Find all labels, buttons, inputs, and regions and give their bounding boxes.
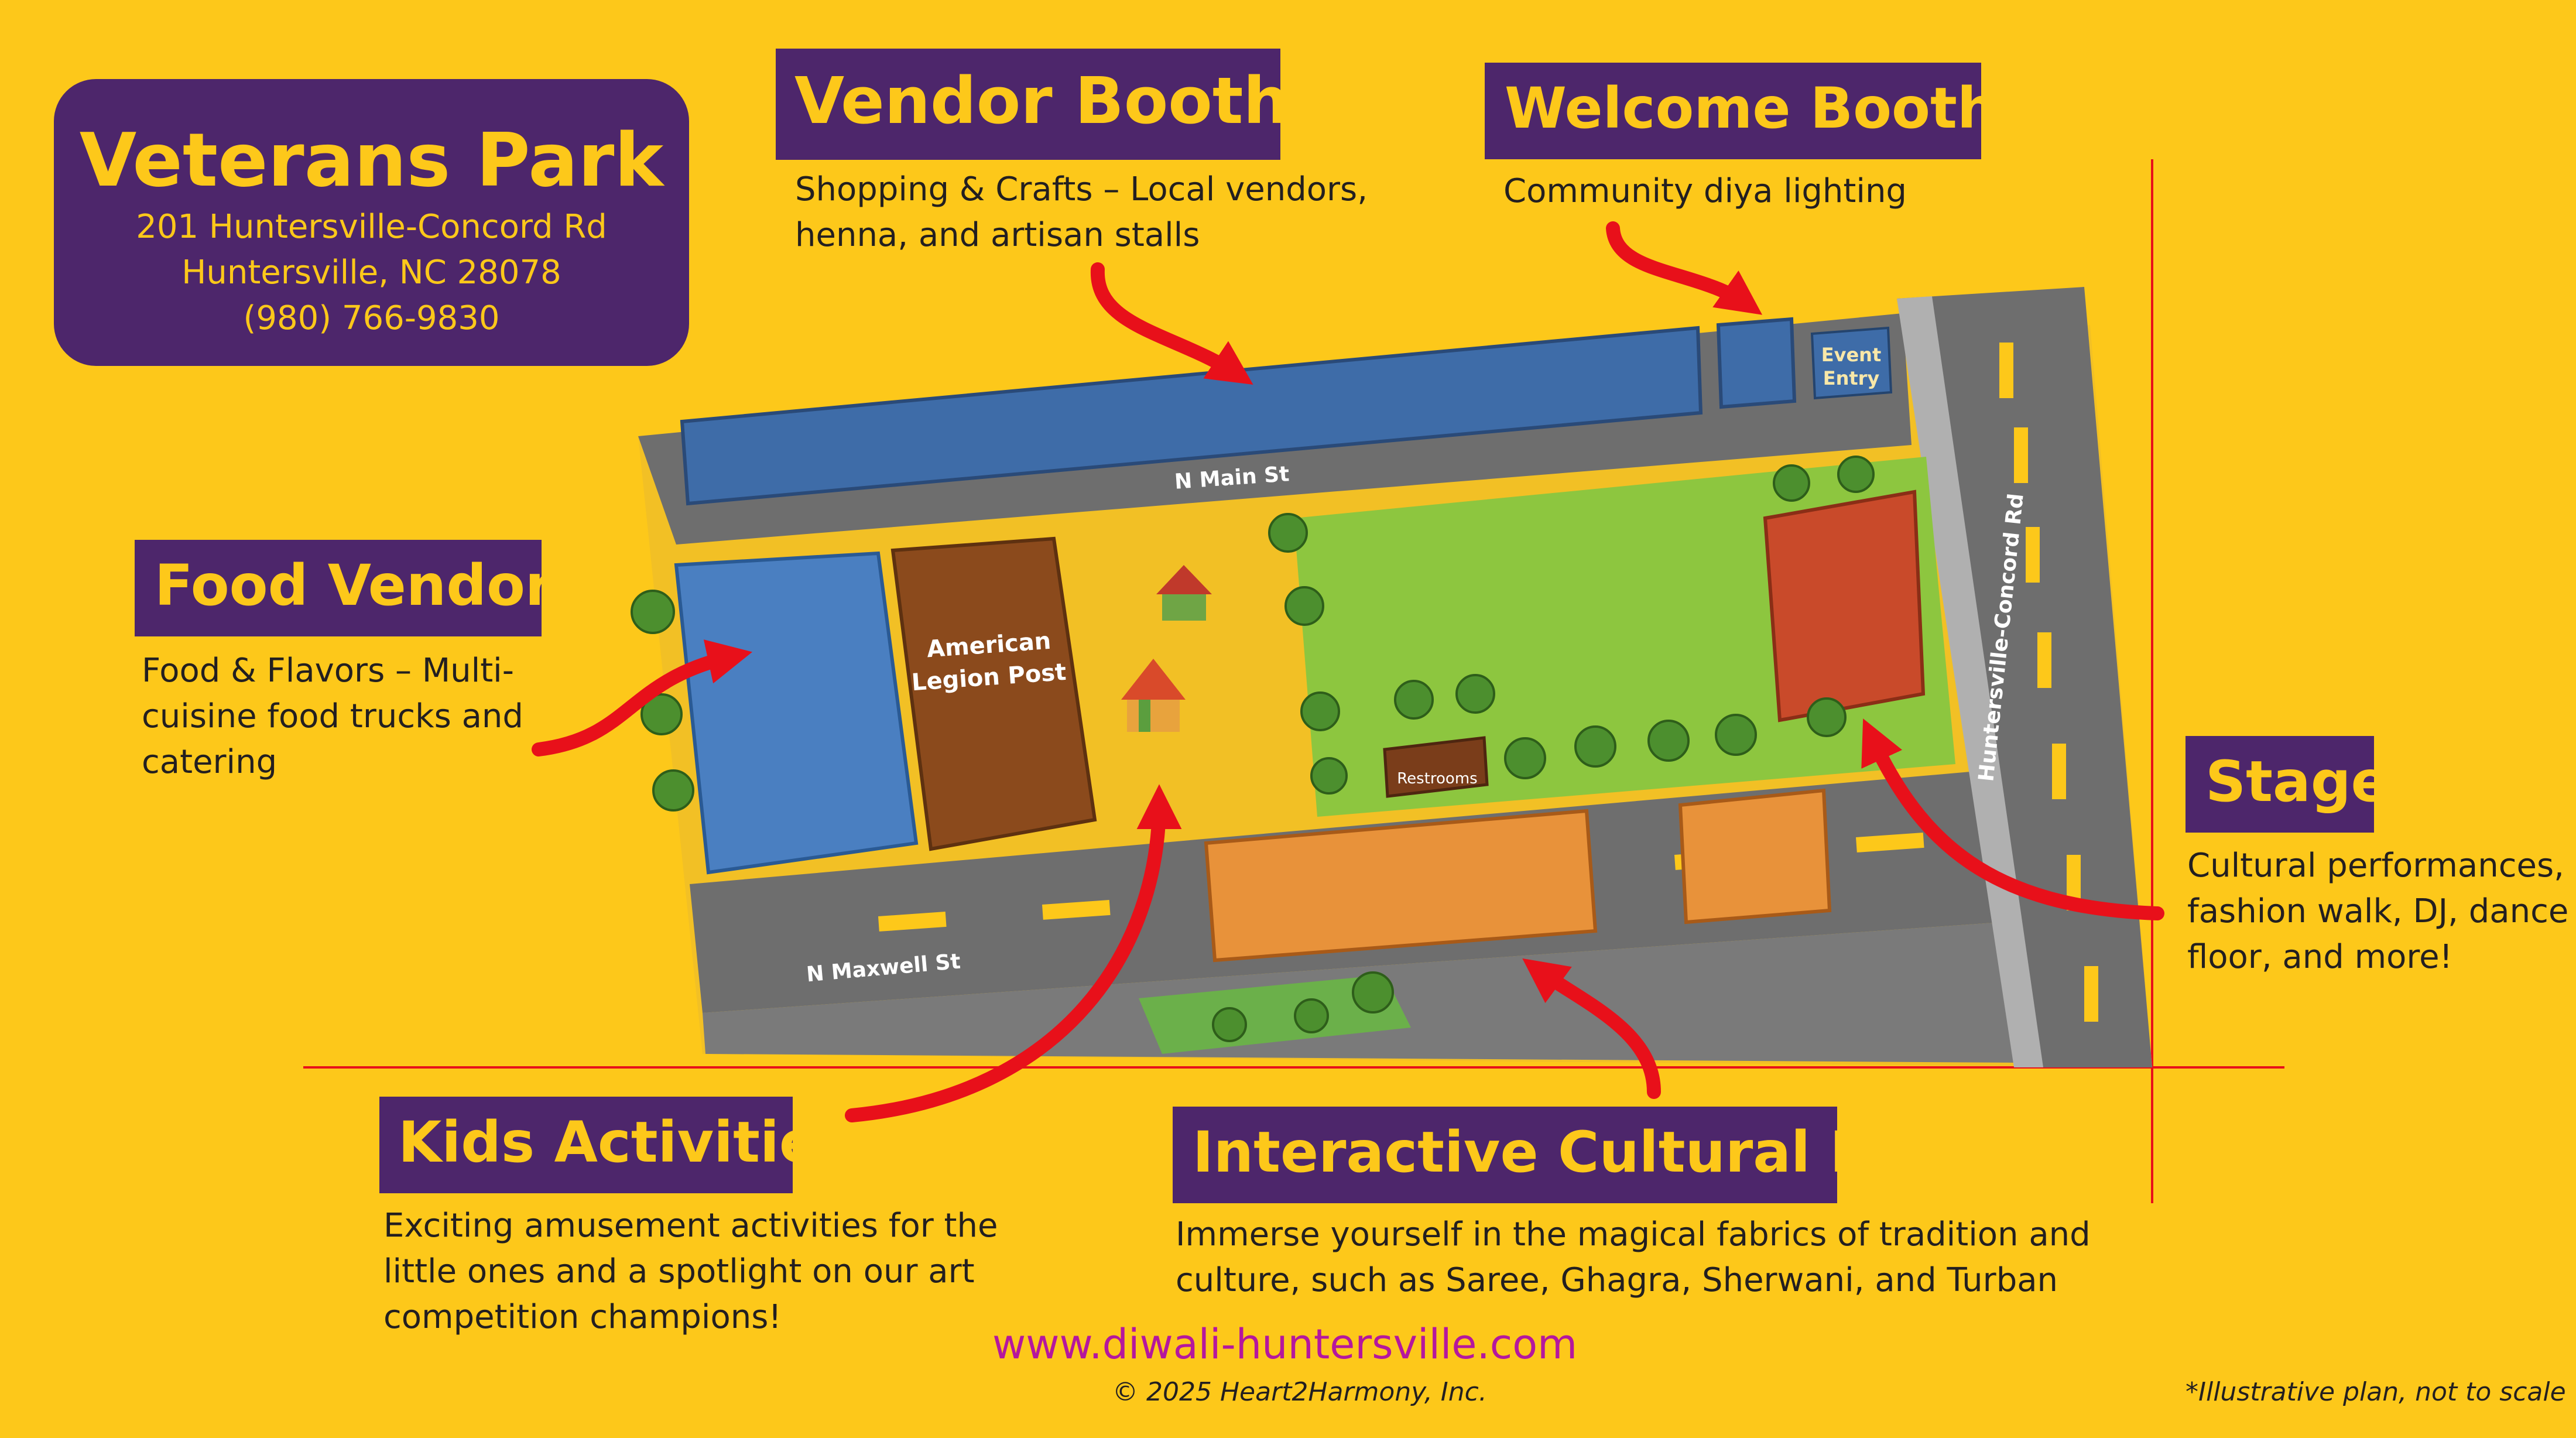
- copyright-text: © 2025 Heart2Harmony, Inc.: [1112, 1377, 1487, 1407]
- venue-card: Veterans Park 201 Huntersville-Concord R…: [54, 79, 689, 366]
- food-vendors-desc-line1: Food & Flavors – Multi-: [142, 652, 514, 690]
- arrow-stage: [1861, 718, 2164, 920]
- orange-building-small: [1678, 788, 1832, 925]
- stage-desc-line3: floor, and more!: [2187, 938, 2453, 976]
- food-vendors-title: Food Vendors: [135, 540, 586, 636]
- food-vendors-desc-line2: cuisine food trucks and: [142, 697, 523, 735]
- welcome-booths-description: Community diya lighting: [1503, 169, 1907, 214]
- venue-title: Veterans Park: [79, 117, 664, 203]
- event-entry-label-line2: Entry: [1823, 367, 1880, 389]
- cultural-exp-desc-line1: Immerse yourself in the magical fabrics …: [1176, 1216, 2091, 1254]
- restrooms-building: [1383, 736, 1489, 798]
- welcome-booths-desc-line1: Community diya lighting: [1503, 172, 1907, 210]
- stage-desc-line2: fashion walk, DJ, dance: [2187, 892, 2569, 930]
- stage-title: Stage: [2186, 736, 2389, 833]
- vendor-booths-building: [680, 326, 1703, 506]
- kids-activities-desc-line3: competition champions!: [383, 1298, 782, 1336]
- food-vendors-desc-line3: catering: [142, 743, 278, 781]
- cultural-exp-building: [1204, 809, 1598, 963]
- cultural-exp-description: Immerse yourself in the magical fabrics …: [1176, 1212, 2091, 1303]
- stage-desc-line1: Cultural performances,: [2187, 847, 2564, 885]
- restrooms-label: Restrooms: [1397, 770, 1477, 788]
- venue-phone: (980) 766-9830: [243, 299, 500, 337]
- sidewalk: [1897, 296, 2043, 1067]
- lower-median: [1139, 975, 1411, 1054]
- website-link[interactable]: www.diwali-huntersville.com: [992, 1320, 1578, 1368]
- vendor-booths-description: Shopping & Crafts – Local vendors, henna…: [795, 167, 1368, 258]
- callout-arrows: [532, 221, 2164, 1122]
- event-entry-label-line1: Event: [1821, 344, 1882, 366]
- vendor-booths-title: Vendor Booths: [776, 49, 1327, 160]
- kids-activities-desc-line2: little ones and a spotlight on our art: [383, 1252, 975, 1290]
- food-vendors-building: [674, 551, 919, 875]
- arrow-welcome-booths: [1606, 221, 1763, 315]
- event-entry-sign: [1810, 326, 1893, 400]
- disclaimer-text: *Illustrative plan, not to scale: [2186, 1377, 2566, 1407]
- cultural-exp-title: Interactive Cultural Exp: [1173, 1107, 1945, 1203]
- vendor-booths-desc-line2: henna, and artisan stalls: [795, 216, 1200, 254]
- food-vendors-description: Food & Flavors – Multi- cuisine food tru…: [142, 648, 523, 785]
- stage-building: [1763, 489, 1926, 723]
- welcome-booths-title: Welcome Booths: [1485, 63, 2030, 159]
- welcome-booth-building: [1716, 317, 1797, 409]
- trees: [631, 456, 1875, 1042]
- vendor-booths-desc-line1: Shopping & Crafts – Local vendors,: [795, 170, 1368, 208]
- kids-activities-title: Kids Activities: [379, 1097, 851, 1193]
- arrow-food-vendors: [532, 639, 753, 756]
- kids-activities-description: Exciting amusement activities for the li…: [383, 1203, 998, 1340]
- kids-tent-small: [1156, 565, 1212, 621]
- arrow-kids-activities: [845, 784, 1182, 1122]
- cultural-exp-desc-line2: culture, such as Saree, Ghagra, Sherwani…: [1176, 1261, 2058, 1299]
- venue-address-line2: Huntersville, NC 28078: [181, 254, 561, 292]
- arrow-vendor-booths: [1090, 262, 1253, 385]
- arrow-cultural-exp: [1522, 958, 1661, 1099]
- huntersville-concord-rd-road: [1897, 287, 2152, 1067]
- kids-tent-circus: [1121, 659, 1186, 732]
- venue-address-line1: 201 Huntersville-Concord Rd: [136, 208, 607, 246]
- stage-description: Cultural performances, fashion walk, DJ,…: [2187, 843, 2568, 980]
- american-legion-post-building: [890, 536, 1097, 851]
- kids-activities-desc-line1: Exciting amusement activities for the: [383, 1207, 998, 1245]
